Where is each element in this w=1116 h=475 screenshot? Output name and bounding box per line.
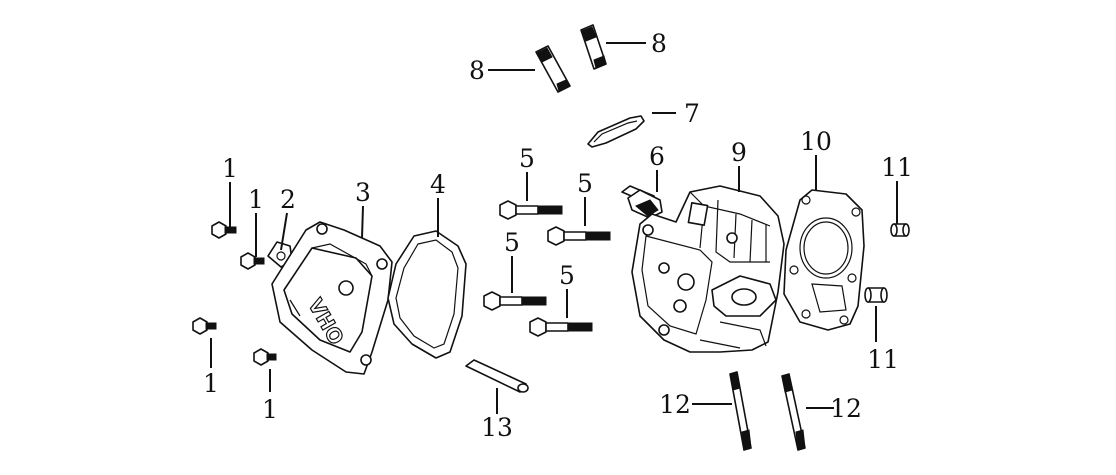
part-1-bolt-a <box>211 221 237 239</box>
part-11-dowel-bottom <box>864 287 888 303</box>
callout-5-c: 5 <box>504 228 520 257</box>
part-6-spark-plug <box>621 185 663 219</box>
part-8-stud-left <box>535 45 571 93</box>
callout-labels: 1 1 1 1 2 3 4 5 5 5 5 6 7 8 8 9 10 11 11… <box>203 29 913 442</box>
callout-7: 7 <box>684 99 700 128</box>
part-4-cover-gasket <box>387 230 467 359</box>
part-7-gasket <box>587 115 645 148</box>
callout-9: 9 <box>731 138 747 167</box>
callout-8-b: 8 <box>651 29 667 58</box>
part-12-stud-left <box>729 371 752 451</box>
part-10-head-gasket <box>783 189 865 331</box>
callout-1-a: 1 <box>222 154 238 183</box>
callout-5-a: 5 <box>519 144 535 173</box>
part-1-bolt-c <box>192 317 217 335</box>
callout-6: 6 <box>649 142 665 171</box>
callout-5-b: 5 <box>577 169 593 198</box>
callout-12-a: 12 <box>659 390 691 419</box>
part-9-cylinder-head <box>631 185 785 353</box>
callout-3: 3 <box>355 178 371 207</box>
part-1-bolt-b <box>240 252 265 270</box>
callout-5-d: 5 <box>559 261 575 290</box>
part-11-dowel-top <box>890 223 910 237</box>
callout-2: 2 <box>280 185 296 214</box>
callout-11-b: 11 <box>867 345 899 374</box>
part-12-stud-right <box>781 373 806 451</box>
part-1-bolt-d <box>253 348 277 366</box>
callout-1-b: 1 <box>248 185 264 214</box>
part-5-bolt-c <box>483 291 547 311</box>
part-3-valve-cover: OHV <box>271 221 393 375</box>
part-5-bolt-a <box>499 200 563 220</box>
part-8-stud-right <box>580 24 607 70</box>
callout-1-d: 1 <box>262 395 278 424</box>
callout-4: 4 <box>430 170 446 199</box>
callout-1-c: 1 <box>203 369 219 398</box>
callout-11-a: 11 <box>881 153 913 182</box>
part-13-pipe <box>465 359 529 393</box>
callout-13: 13 <box>481 413 513 442</box>
callout-12-b: 12 <box>830 394 862 423</box>
leader-lines <box>210 42 898 414</box>
callout-10: 10 <box>800 127 832 156</box>
part-5-bolt-b <box>547 226 611 246</box>
callout-8-a: 8 <box>469 56 485 85</box>
part-5-bolt-d <box>529 317 593 337</box>
